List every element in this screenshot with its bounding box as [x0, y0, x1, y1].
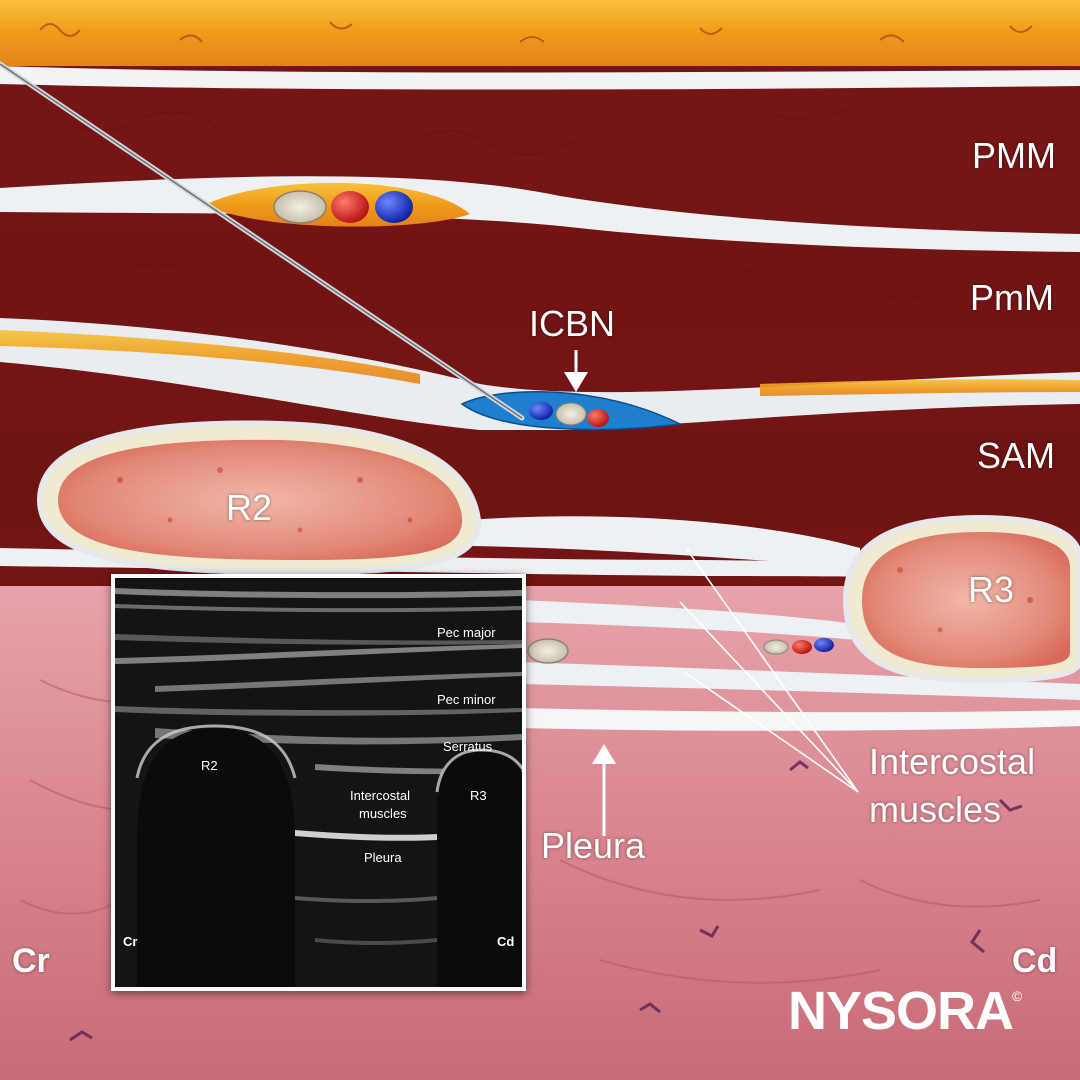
label-intercostal-line1: Intercostal: [869, 741, 1036, 782]
label-intercostal-line2: muscles: [869, 789, 1002, 830]
us-label-pec-minor: Pec minor: [437, 692, 496, 707]
label-icbn: ICBN: [529, 303, 616, 344]
us-label-cranial: Cr: [123, 934, 138, 949]
ultrasound-image: [115, 578, 522, 987]
us-label-intercostal-line2: muscles: [359, 806, 407, 821]
us-label-r2: R2: [201, 758, 218, 773]
label-rib-r3: R3: [968, 569, 1015, 610]
label-caudal: Cd: [1012, 942, 1058, 980]
label-pleura: Pleura: [541, 825, 646, 866]
us-label-r3: R3: [470, 788, 487, 803]
us-label-pleura: Pleura: [364, 850, 402, 865]
brand-logo: NYSORA: [788, 981, 1014, 1041]
label-pectoralis-minor: PmM: [970, 277, 1054, 318]
copyright-mark: ©: [1012, 988, 1023, 1004]
us-label-serratus: Serratus: [443, 739, 493, 754]
us-label-caudal: Cd: [497, 934, 515, 949]
us-label-intercostal-line1: Intercostal: [350, 788, 410, 803]
label-serratus-anterior: SAM: [977, 435, 1056, 476]
label-pectoralis-major: PMM: [972, 135, 1056, 176]
us-label-pec-major: Pec major: [437, 625, 496, 640]
ultrasound-inset: Pec major Pec minor Serratus R2 R3 Inter…: [111, 574, 526, 991]
label-rib-r2: R2: [226, 487, 273, 528]
label-cranial: Cr: [12, 942, 50, 980]
